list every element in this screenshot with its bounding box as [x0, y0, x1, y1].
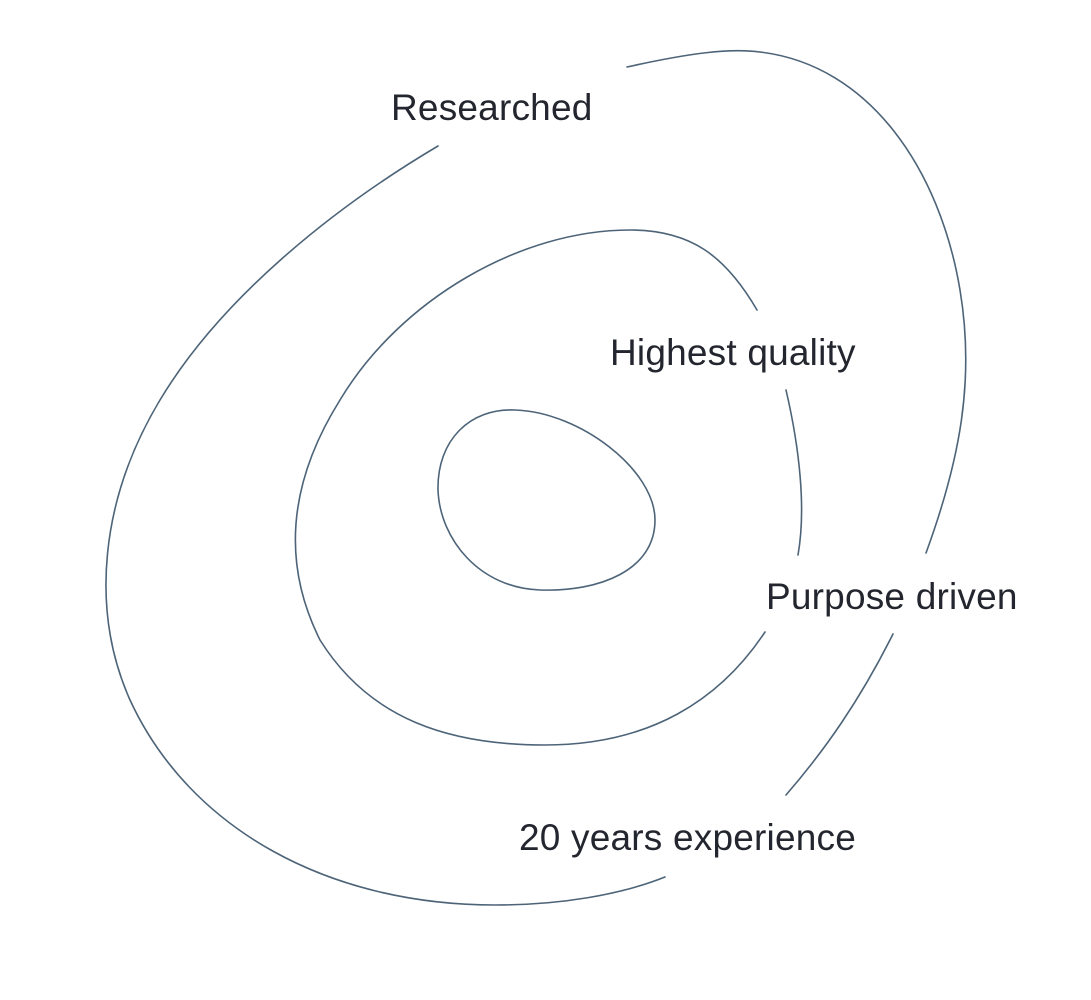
label-researched: Researched [391, 87, 593, 128]
middle-ring [294, 229, 766, 746]
outer-ring-top-right [626, 49, 967, 554]
label-purpose-driven: Purpose driven [766, 576, 1018, 617]
inner-ring [437, 409, 656, 591]
middle-ring-right-arc [785, 389, 803, 556]
label-highest-quality: Highest quality [610, 332, 856, 373]
label-20-years-experience: 20 years experience [519, 817, 856, 858]
outer-ring-lower-right [785, 633, 894, 796]
outer-ring-left [105, 145, 666, 906]
